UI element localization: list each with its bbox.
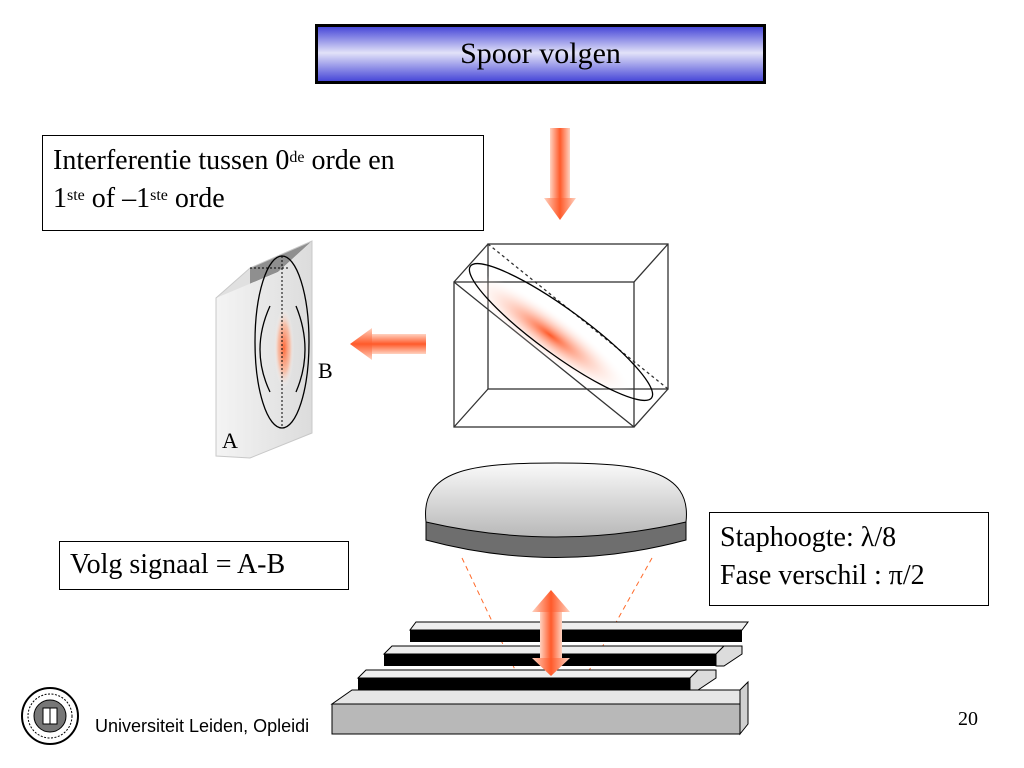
segment-label-a: A [222,428,238,453]
segment-label-b: B [318,358,333,383]
tracking-signal-text: Volg signaal = A-B [70,549,286,580]
step-height-caption: Staphoogte: λ/8 Fase verschil : π/2 [709,512,989,606]
phase-difference-line: Fase verschil : π/2 [720,560,925,591]
footer-institution: Universiteit Leiden, Opleidi [95,716,310,736]
slide-title-text: Spoor volgen [460,37,621,70]
interference-line-2: 1ste of –1ste orde [53,183,225,214]
step-height-line: Staphoogte: λ/8 [720,522,897,553]
objective-lens [425,462,687,558]
beam-spot [468,273,632,397]
interference-caption: Interferentie tussen 0de orde en 1ste of… [42,135,484,231]
incoming-beam-arrow [544,128,576,220]
focus-double-arrow [532,590,570,676]
tracking-signal-caption: Volg signaal = A-B [59,541,349,590]
page-number: 20 [958,708,978,730]
university-seal-icon [21,687,79,745]
disc-track-surface [330,621,749,736]
split-photodetector [215,240,313,459]
reflected-beam-arrow [350,328,426,360]
slide-title: Spoor volgen [315,24,766,84]
splitter-ellipse [468,262,654,402]
interference-line-1: Interferentie tussen 0de orde en [53,145,395,176]
